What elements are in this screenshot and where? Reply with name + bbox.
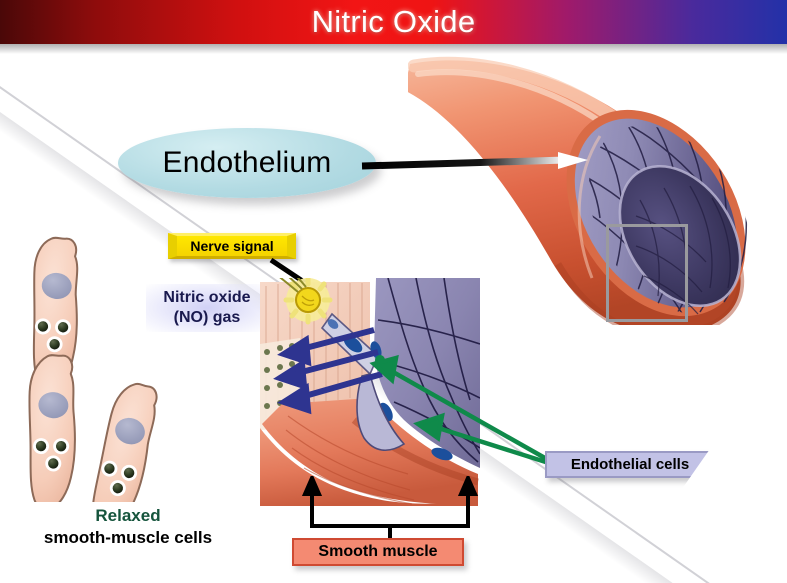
- nerve-terminal: [279, 278, 333, 325]
- vessel-lumen: [618, 164, 742, 308]
- smooth-muscle-cells-word: smooth-muscle cells: [43, 528, 213, 548]
- title-banner: [0, 0, 787, 44]
- endothelium-pointer-arrow: [361, 152, 588, 170]
- muscle-cell: [28, 354, 77, 511]
- relaxed-word: Relaxed: [95, 506, 161, 525]
- nerve-signal-label: Nerve signal: [168, 233, 296, 259]
- no-gas-line-1: Nitric oxide: [163, 289, 251, 306]
- smooth-muscle-label: Smooth muscle: [292, 538, 464, 566]
- relaxed-muscle-cells-illustration: [10, 222, 235, 533]
- selection-rectangle: [606, 224, 688, 322]
- lumen-mesh: [635, 185, 731, 315]
- cell-granules: [34, 318, 72, 353]
- page-title: Nitric Oxide: [311, 4, 476, 39]
- muscle-cell: [32, 236, 79, 391]
- no-gas-line-2: (NO) gas: [173, 309, 241, 326]
- relaxed-smooth-muscle-caption: Relaxed smooth-muscle cells: [8, 505, 248, 549]
- vessel-wall-detail-inset: [258, 278, 480, 506]
- cell-granules: [101, 460, 138, 497]
- cell-granules: [33, 438, 70, 472]
- endothelium-label: Endothelium: [162, 146, 332, 179]
- endothelium-callout-oval: [118, 128, 376, 198]
- no-diffusion-arrows: [273, 327, 383, 415]
- muscle-cell: [91, 382, 158, 533]
- smooth-muscle-bracket: [301, 476, 479, 540]
- nitric-oxide-gas-label: Nitric oxide (NO) gas: [146, 284, 268, 332]
- endothelial-cells-label: Endothelial cells: [545, 451, 715, 478]
- endothelial-cells-pointer-arrows: [369, 354, 554, 467]
